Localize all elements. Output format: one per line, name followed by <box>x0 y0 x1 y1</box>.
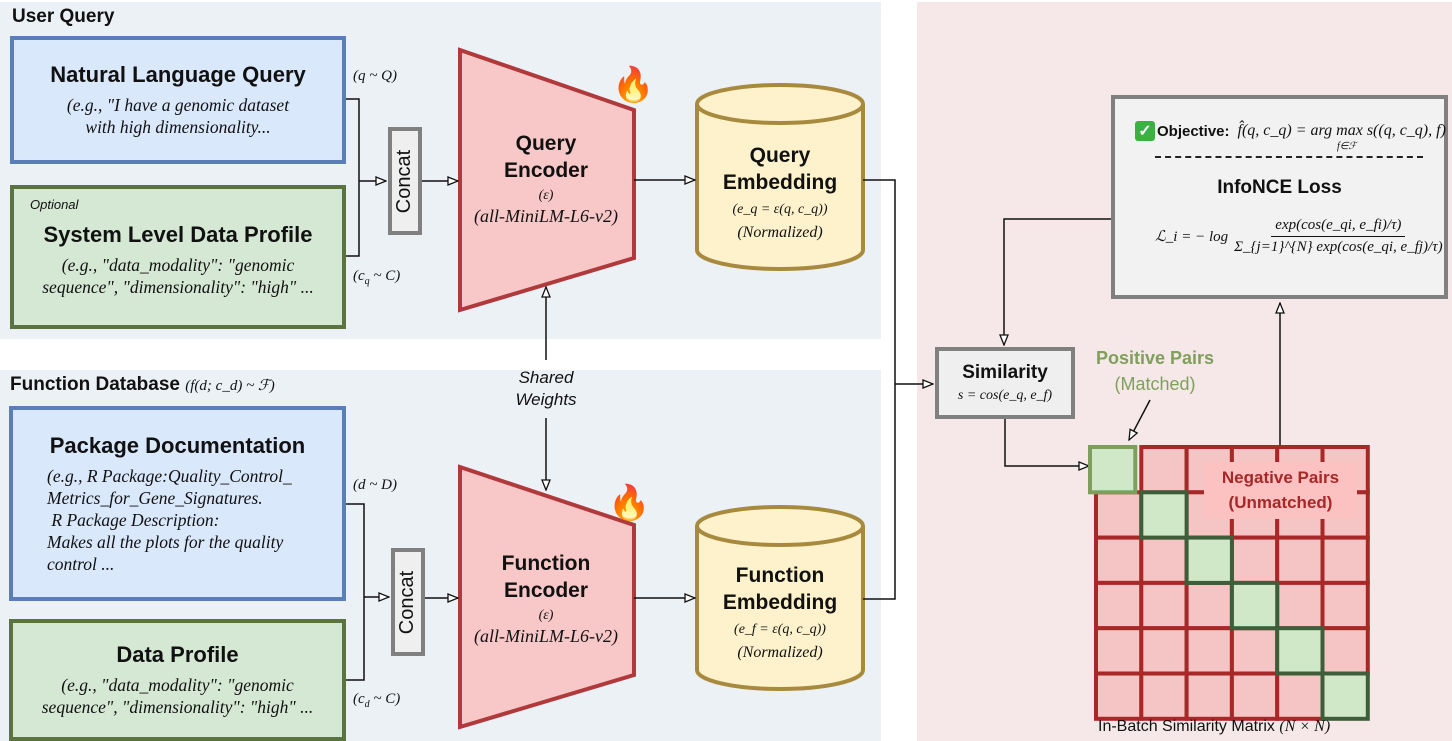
matrix-caption-text: In-Batch Similarity Matrix <box>1098 718 1280 735</box>
positive-pairs-line: (Matched) <box>1114 374 1196 394</box>
system-profile-body-line: (e.g., "data_modality": "genomic <box>61 255 295 275</box>
query-embedding-note: (Normalized) <box>737 224 823 241</box>
function-embedding: Function Embedding (e_f = ε(q, c_q)) (No… <box>696 562 864 662</box>
concat-label: Concat <box>393 149 416 213</box>
package-doc-title: Package Documentation <box>49 432 306 458</box>
loss-denominator: Σ_{j=1}^{N} exp(cos(e_qi, e_fj)/τ) <box>1234 239 1443 255</box>
data-profile-box: Data Profile (e.g., "data_modality": "ge… <box>9 619 346 741</box>
objective-argmax-subscript: f∈ℱ <box>1337 141 1357 152</box>
loss-numerator: exp(cos(e_qi, e_fi)/τ) <box>1271 217 1406 237</box>
function-database-title: Function Database (f(d; c_d) ~ ℱ) <box>10 374 275 396</box>
function-embedding-title: Function <box>735 564 825 587</box>
fire-icon: 🔥 <box>612 66 655 104</box>
function-encoder-epsilon: (ε) <box>538 608 554 623</box>
package-doc-body-line: Metrics_for_Gene_Signatures. <box>47 487 263 508</box>
query-embedding-equation: (e_q = ε(q, c_q)) <box>732 202 828 217</box>
package-documentation-box: Package Documentation (e.g., R Package:Q… <box>9 406 346 601</box>
system-profile-title: System Level Data Profile <box>43 222 313 247</box>
data-profile-title: Data Profile <box>116 642 239 667</box>
optional-tag: Optional <box>30 197 79 212</box>
function-concat-block: Concat <box>391 548 425 656</box>
query-encoder-title: Query <box>515 132 577 155</box>
nl-query-body-line: (e.g., "I have a genomic dataset <box>66 95 290 115</box>
matrix-caption-math: (N × N) <box>1279 718 1331 735</box>
shared-weights-line: Shared <box>518 368 574 387</box>
function-embedding-note: (Normalized) <box>737 644 823 661</box>
function-database-title-text: Function Database <box>10 374 180 395</box>
similarity-title: Similarity <box>962 362 1048 383</box>
function-embedding-title: Embedding <box>722 591 838 614</box>
query-embedding-title: Query <box>749 144 811 167</box>
user-query-title: User Query <box>12 6 115 27</box>
positive-pairs-line: Positive Pairs <box>1095 348 1215 368</box>
query-encoder-model: (all-MiniLM-L6-v2) <box>474 206 618 226</box>
nl-query-title: Natural Language Query <box>50 62 306 87</box>
function-encoder-title: Encoder <box>503 579 589 602</box>
function-encoder: Function Encoder (ε) (all-MiniLM-L6-v2) <box>456 550 636 647</box>
infonce-equation: ℒ_i = − log exp(cos(e_qi, e_fi)/τ) Σ_{j=… <box>1155 217 1443 256</box>
query-embedding: Query Embedding (e_q = ε(q, c_q)) (Norma… <box>696 142 864 242</box>
positive-pairs-label: Positive Pairs (Matched) <box>1090 345 1220 397</box>
query-embedding-title: Embedding <box>722 171 838 194</box>
concat-label: Concat <box>396 570 419 634</box>
nl-query-body-line: with high dimensionality... <box>85 117 271 137</box>
matrix-caption: In-Batch Similarity Matrix (N × N) <box>1098 718 1330 736</box>
objective-loss-box: ✓ Objective: f̂(q, c_q) = arg max s((q, … <box>1111 95 1448 299</box>
similarity-equation: s = cos(e_q, e_f) <box>957 388 1053 403</box>
package-doc-body-line: control ... <box>47 553 115 574</box>
negative-pairs-line: (Unmatched) <box>1228 493 1333 512</box>
query-encoder: Query Encoder (ε) (all-MiniLM-L6-v2) <box>456 130 636 227</box>
similarity-box: Similarity s = cos(e_q, e_f) <box>935 347 1075 419</box>
loss-lhs: ℒ_i = − log <box>1155 229 1229 245</box>
shared-weights-line: Weights <box>515 390 577 409</box>
function-database-math: (f(d; c_d) ~ ℱ) <box>185 378 275 394</box>
infonce-title: InfoNCE Loss <box>1217 177 1342 198</box>
function-encoder-title: Function <box>501 552 591 575</box>
negative-pairs-label: Negative Pairs (Unmatched) <box>1204 462 1357 519</box>
negative-pairs-line: Negative Pairs <box>1221 468 1340 487</box>
check-icon: ✓ <box>1135 121 1155 141</box>
package-doc-body-line: (e.g., R Package:Quality_Control_ <box>47 465 292 486</box>
natural-language-query-box: Natural Language Query (e.g., "I have a … <box>10 36 346 164</box>
system-data-profile-box: Optional System Level Data Profile (e.g.… <box>10 185 346 329</box>
objective-label: Objective: <box>1157 122 1230 140</box>
shared-weights-label: Shared Weights <box>496 367 596 411</box>
package-doc-body-line: Makes all the plots for the quality <box>47 531 284 552</box>
system-profile-body-line: sequence", "dimensionality": "high" ... <box>42 277 314 297</box>
divider-dashed <box>1155 156 1423 158</box>
q-distribution-label: (q ~ Q) <box>353 68 397 84</box>
objective-line: ✓ Objective: f̂(q, c_q) = arg max s((q, … <box>1135 121 1446 141</box>
data-profile-body-line: sequence", "dimensionality": "high" ... <box>41 697 314 717</box>
query-encoder-epsilon: (ε) <box>538 188 554 203</box>
d-distribution-label: (d ~ D) <box>353 477 397 493</box>
cd-distribution-label: (cd ~ C) <box>353 691 401 710</box>
function-embedding-equation: (e_f = ε(q, c_q)) <box>734 622 826 637</box>
query-encoder-title: Encoder <box>503 159 589 182</box>
query-concat-block: Concat <box>388 127 422 235</box>
fire-icon: 🔥 <box>608 484 651 522</box>
package-doc-body-line: R Package Description: <box>47 509 220 530</box>
function-encoder-model: (all-MiniLM-L6-v2) <box>474 626 618 646</box>
objective-equation: f̂(q, c_q) = arg max s((q, c_q), f) <box>1237 122 1446 139</box>
data-profile-body-line: (e.g., "data_modality": "genomic <box>61 675 294 695</box>
cq-distribution-label: (cq ~ C) <box>353 268 401 287</box>
